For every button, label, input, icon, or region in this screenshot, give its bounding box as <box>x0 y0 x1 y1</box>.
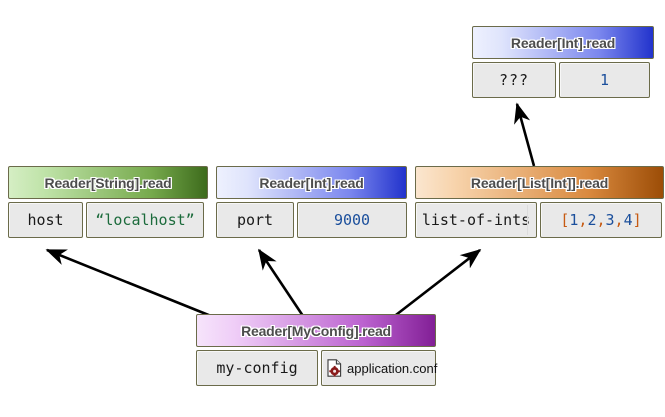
node-reader-list-int[interactable]: Reader[List[Int]].read list-of-ints [1, … <box>415 166 664 238</box>
node-key-reader-list-int[interactable]: list-of-ints <box>415 202 537 238</box>
list-token-num: 2 <box>587 211 597 229</box>
node-reader-string[interactable]: Reader[String].read host “localhost” <box>8 166 208 238</box>
list-token-num: 1 <box>569 211 579 229</box>
node-reader-int-top[interactable]: Reader[Int].read ??? 1 <box>472 26 654 98</box>
node-key-reader-int-top[interactable]: ??? <box>472 62 556 98</box>
arrow-myconfig-to-list <box>391 248 482 320</box>
node-cells-reader-int-top: ??? 1 <box>472 62 650 98</box>
node-cells-reader-int: port 9000 <box>216 202 407 238</box>
arrow-list-to-int-top <box>514 102 536 167</box>
node-header-reader-int: Reader[Int].read <box>216 166 407 199</box>
node-key-reader-string[interactable]: host <box>8 202 83 238</box>
config-file-icon <box>327 359 342 377</box>
node-header-reader-int-top: Reader[Int].read <box>472 26 654 59</box>
node-header-reader-myconfig: Reader[MyConfig].read <box>196 314 436 347</box>
node-value-reader-string[interactable]: “localhost” <box>86 202 204 238</box>
node-header-reader-string: Reader[String].read <box>8 166 208 199</box>
list-token-punct: ] <box>632 211 642 229</box>
arrow-myconfig-to-int <box>257 248 305 317</box>
arrow-myconfig-to-string <box>45 248 217 320</box>
node-value-reader-myconfig[interactable]: application.conf <box>321 350 438 386</box>
node-key-reader-myconfig[interactable]: my-config <box>196 350 318 386</box>
list-token-punct: , <box>578 211 588 229</box>
node-header-reader-list-int: Reader[List[Int]].read <box>415 166 664 199</box>
list-token-num: 4 <box>623 211 633 229</box>
node-value-reader-list-int[interactable]: [1, 2, 3, 4] <box>540 202 662 238</box>
node-key-reader-int[interactable]: port <box>216 202 294 238</box>
node-value-reader-int[interactable]: 9000 <box>297 202 407 238</box>
list-token-punct: , <box>596 211 606 229</box>
node-cells-reader-string: host “localhost” <box>8 202 204 238</box>
node-reader-int[interactable]: Reader[Int].read port 9000 <box>216 166 407 238</box>
list-token-punct: , <box>614 211 624 229</box>
node-value-reader-int-top[interactable]: 1 <box>559 62 650 98</box>
node-reader-myconfig[interactable]: Reader[MyConfig].read my-config applic <box>196 314 437 386</box>
node-cells-reader-myconfig: my-config application.conf <box>196 350 438 386</box>
list-token-num: 3 <box>605 211 615 229</box>
node-cells-reader-list-int: list-of-ints [1, 2, 3, 4] <box>415 202 662 238</box>
node-value-label-reader-myconfig: application.conf <box>347 360 438 376</box>
list-token-punct: [ <box>560 211 570 229</box>
